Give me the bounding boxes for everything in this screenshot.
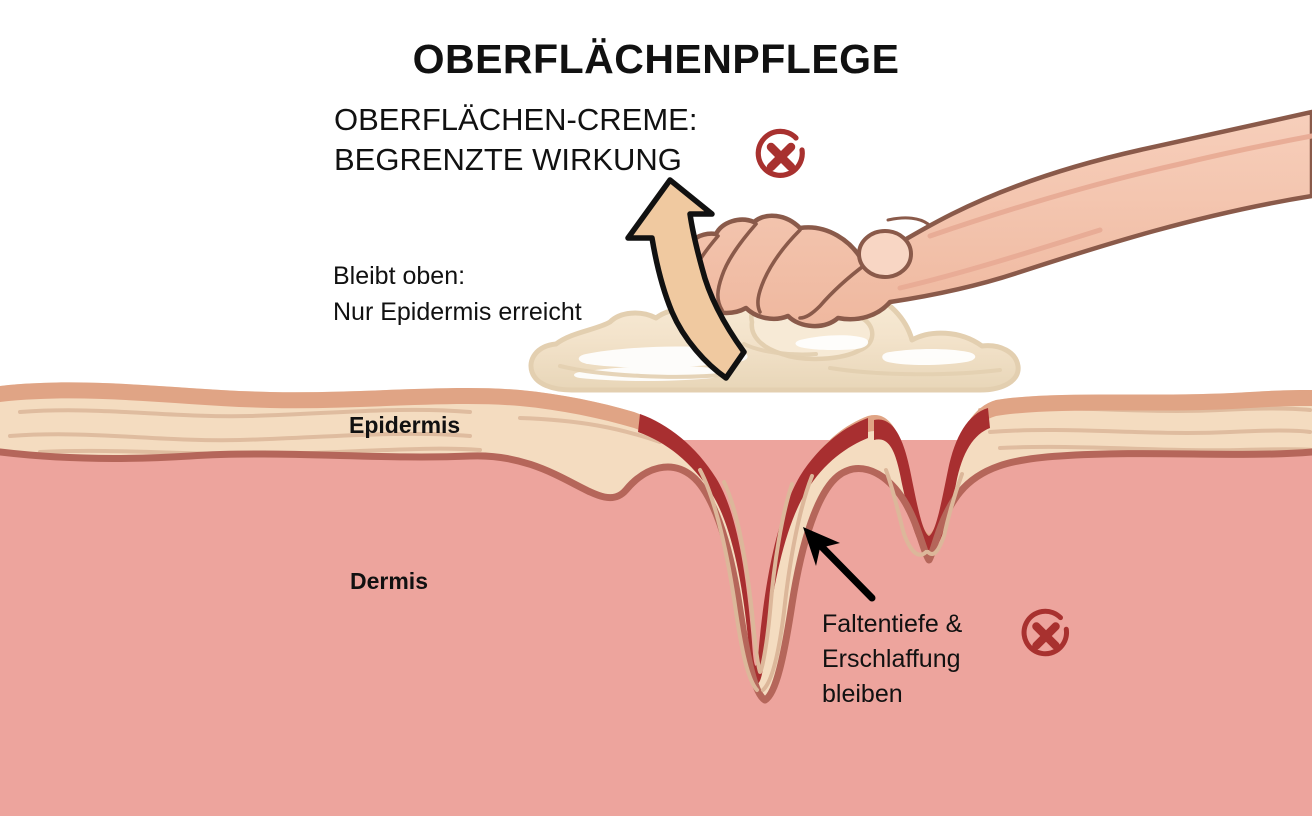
dermo-epidermal-junction bbox=[0, 448, 1312, 704]
subtitle-line-2: BEGRENZTE WIRKUNG bbox=[334, 142, 682, 177]
curved-up-arrow-icon bbox=[625, 177, 747, 381]
arrow-up-left-icon bbox=[803, 527, 876, 602]
x-circle-icon bbox=[755, 128, 805, 178]
note-top-line-2: Nur Epidermis erreicht bbox=[333, 298, 582, 326]
subtitle: OBERFLÄCHEN-CREME: BEGRENZTE WIRKUNG bbox=[334, 100, 697, 180]
page-title: OBERFLÄCHENPFLEGE bbox=[412, 36, 900, 82]
note-cream-stays-on-top: Bleibt oben: Nur Epidermis erreicht bbox=[333, 258, 582, 330]
layer-label-epidermis: Epidermis bbox=[349, 412, 461, 438]
subtitle-line-1: OBERFLÄCHEN-CREME: bbox=[334, 102, 698, 137]
dermis-layer bbox=[0, 440, 1312, 816]
note-bottom-line-2: Erschlaffung bbox=[822, 645, 961, 673]
note-bottom-line-1: Faltentiefe & bbox=[822, 610, 963, 638]
note-wrinkle-depth-remains: Faltentiefe & Erschlaffung bleiben bbox=[822, 607, 962, 712]
wrinkle-fold-lines bbox=[698, 468, 964, 692]
note-bottom-line-3: bleiben bbox=[822, 680, 903, 708]
note-top-line-1: Bleibt oben: bbox=[333, 262, 466, 290]
x-circle-icon bbox=[1021, 608, 1070, 657]
layer-label-dermis: Dermis bbox=[350, 568, 428, 594]
